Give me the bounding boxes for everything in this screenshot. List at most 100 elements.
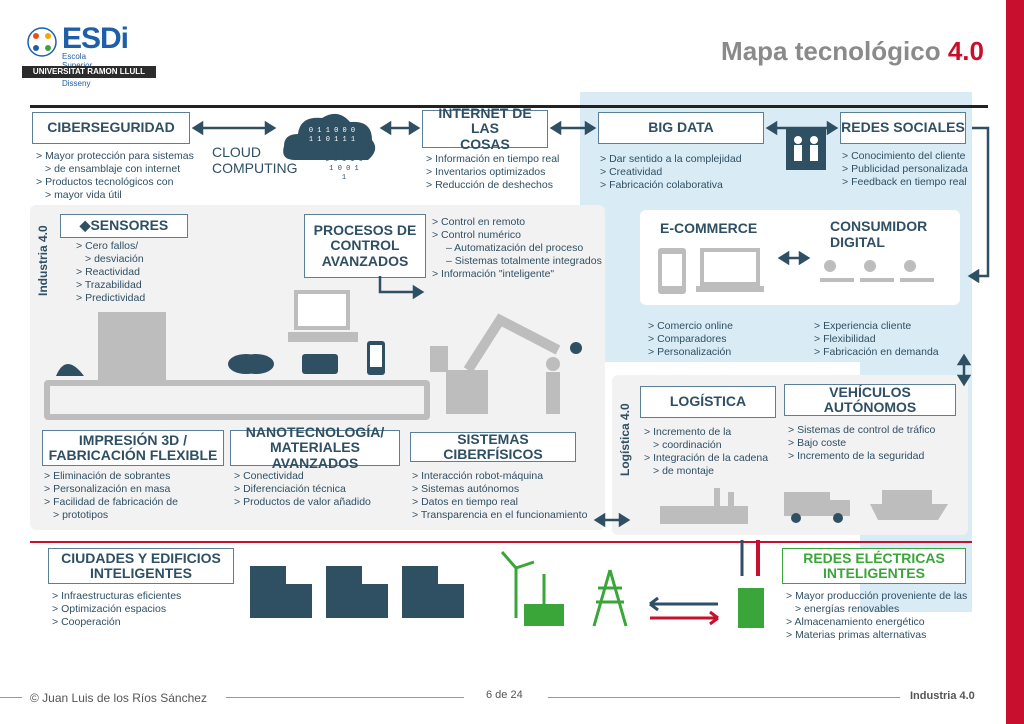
list-item: Conocimiento del cliente bbox=[842, 150, 968, 163]
redes-sociales-list: Conocimiento del cliente Publicidad pers… bbox=[842, 150, 968, 189]
cloud-binary-lower: 0 0 1 1 0 1 0 0 1 1 bbox=[322, 156, 366, 183]
phone-icon bbox=[367, 341, 385, 375]
list-item: Integración de la cadena bbox=[644, 452, 768, 465]
vehiculos-box: VEHÍCULOS AUTÓNOMOS bbox=[784, 384, 956, 416]
list-item: > Control numérico bbox=[432, 229, 521, 241]
list-item: Optimización espacios bbox=[52, 603, 181, 616]
consumidor-title: CONSUMIDOR DIGITAL bbox=[830, 218, 927, 250]
list-item: Personalización en masa bbox=[44, 483, 178, 496]
impresion-box: IMPRESIÓN 3D / FABRICACIÓN FLEXIBLE bbox=[42, 430, 224, 466]
iot-box: INTERNET DE LAS COSAS bbox=[422, 105, 548, 152]
footer-line bbox=[0, 697, 22, 698]
list-item: Sistemas de control de tráfico bbox=[788, 424, 935, 437]
footer-page: 6 de 24 bbox=[486, 689, 523, 701]
list-item: Infraestructuras eficientes bbox=[52, 590, 181, 603]
list-item: Comercio online bbox=[648, 320, 733, 333]
binary-line: 1 0 0 1 bbox=[329, 165, 359, 173]
cloud-binary: 0 1 1 0 0 0 1 1 0 1 1 1 1 0 0 0 bbox=[306, 127, 358, 154]
logo-university-band: UNIVERSITAT RAMON LLULL bbox=[22, 66, 156, 78]
ciberseguridad-list: Mayor protección para sistemas de ensamb… bbox=[36, 150, 194, 202]
binary-line: 1 0 0 0 bbox=[317, 145, 347, 153]
list-item: Comparadores bbox=[648, 333, 733, 346]
wind-solar-icon bbox=[500, 551, 564, 626]
list-item: Eliminación de sobrantes bbox=[44, 470, 178, 483]
consumidor-title-2: DIGITAL bbox=[830, 234, 885, 250]
bigdata-list: Dar sentido a la complejidad Creatividad… bbox=[600, 153, 742, 192]
ciudades-title-1: CIUDADES Y EDIFICIOS bbox=[61, 549, 221, 566]
logistica-box: LOGÍSTICA bbox=[640, 386, 776, 418]
pylon-icon bbox=[592, 569, 628, 627]
binary-line: 0 0 1 1 0 bbox=[325, 156, 363, 164]
procesos-title-2: CONTROL bbox=[330, 237, 400, 254]
sistemas-list: Interacción robot-máquina Sistemas autón… bbox=[412, 470, 588, 522]
list-item: Mayor protección para sistemas bbox=[36, 150, 194, 163]
procesos-title-1: PROCESOS DE bbox=[313, 221, 417, 238]
list-item: Información en tiempo real bbox=[426, 153, 559, 166]
list-item-cont: de montaje bbox=[644, 465, 768, 478]
list-item: Bajo coste bbox=[788, 437, 935, 450]
cloud-icon bbox=[283, 113, 376, 160]
list-item-cont: mayor vida útil bbox=[36, 189, 194, 202]
list-item-cont: de ensamblaje con internet bbox=[36, 163, 194, 176]
footer-line bbox=[548, 697, 900, 698]
list-item: Fabricación colaborativa bbox=[600, 179, 742, 192]
list-item: Conectividad bbox=[234, 470, 371, 483]
list-item: Datos en tiempo real bbox=[412, 496, 587, 509]
redes-electricas-list: Mayor producción proveniente de las ener… bbox=[786, 590, 967, 642]
ecommerce-list: Comercio online Comparadores Personaliza… bbox=[648, 320, 733, 359]
robot-arm-icon bbox=[430, 313, 582, 414]
list-item: Flexibilidad bbox=[814, 333, 939, 346]
list-item-cont: energías renovables bbox=[786, 603, 967, 616]
consumers-icon bbox=[820, 260, 934, 282]
redes-electricas-box: REDES ELÉCTRICAS INTELIGENTES bbox=[782, 548, 966, 584]
list-item: Incremento de la seguridad bbox=[788, 450, 935, 463]
truck-icon bbox=[784, 492, 850, 523]
footer-line bbox=[226, 697, 464, 698]
list-item-cont: coordinación bbox=[644, 439, 768, 452]
logo-globe-icon bbox=[27, 27, 57, 57]
list-item: Interacción robot-máquina bbox=[412, 470, 587, 483]
iot-list: Información en tiempo real Inventarios o… bbox=[426, 153, 559, 192]
list-item: Productos tecnológicos con bbox=[36, 176, 194, 189]
list-item: Sistemas autónomos bbox=[412, 483, 587, 496]
procesos-list: > Control en remoto > Control numérico –… bbox=[432, 216, 602, 281]
page-title: Mapa tecnológico 4.0 bbox=[721, 36, 984, 67]
cloud-line1: CLOUD bbox=[212, 144, 262, 160]
monitor-icon bbox=[288, 290, 358, 342]
list-item: > Información "inteligente" bbox=[432, 268, 555, 280]
impresion-title-1: IMPRESIÓN 3D / bbox=[78, 431, 188, 448]
ship-icon bbox=[870, 490, 948, 520]
iot-title-2: COSAS bbox=[460, 135, 510, 152]
list-item: Predictividad bbox=[76, 292, 145, 305]
top-divider-line bbox=[30, 105, 988, 108]
procesos-box: PROCESOS DE CONTROL AVANZADOS bbox=[304, 214, 426, 278]
list-item: Materias primas alternativas bbox=[786, 629, 967, 642]
products-icon bbox=[56, 354, 338, 376]
list-item: Personalización bbox=[648, 346, 733, 359]
logistica-list: Incremento de la coordinación Integració… bbox=[644, 426, 768, 478]
consumidor-title-1: CONSUMIDOR bbox=[830, 218, 928, 234]
binary-line: 1 1 0 1 1 1 bbox=[308, 136, 356, 144]
list-item: > Control en remoto bbox=[432, 216, 526, 228]
list-item: Inventarios optimizados bbox=[426, 166, 559, 179]
cloud-line2: COMPUTING bbox=[212, 160, 298, 176]
list-item: Trazabilidad bbox=[76, 279, 145, 292]
redes-electricas-title-1: REDES ELÉCTRICAS bbox=[803, 549, 945, 566]
list-item: Almacenamiento energético bbox=[786, 616, 967, 629]
footer-author: © Juan Luis de los Ríos Sánchez bbox=[30, 691, 207, 705]
people-icon bbox=[786, 128, 826, 170]
vehiculos-list: Sistemas de control de tráfico Bajo cost… bbox=[788, 424, 935, 463]
ciudades-list: Infraestructuras eficientes Optimización… bbox=[52, 590, 181, 629]
list-item: Reactividad bbox=[76, 266, 145, 279]
ecommerce-devices-icon bbox=[658, 248, 764, 294]
logo-name: ESDi bbox=[62, 22, 129, 55]
list-item-cont: prototipos bbox=[44, 509, 178, 522]
red-divider-line bbox=[30, 541, 972, 543]
conveyor-icon bbox=[44, 380, 430, 420]
nano-title-1: NANOTECNOLOGÍA/ bbox=[245, 423, 385, 440]
ciudades-title-2: INTELIGENTES bbox=[90, 565, 192, 581]
sensores-list: Cero fallos/ desviación Reactividad Traz… bbox=[76, 240, 145, 305]
list-item: Cero fallos/ bbox=[76, 240, 145, 253]
list-item: Mayor producción proveniente de las bbox=[786, 590, 967, 603]
